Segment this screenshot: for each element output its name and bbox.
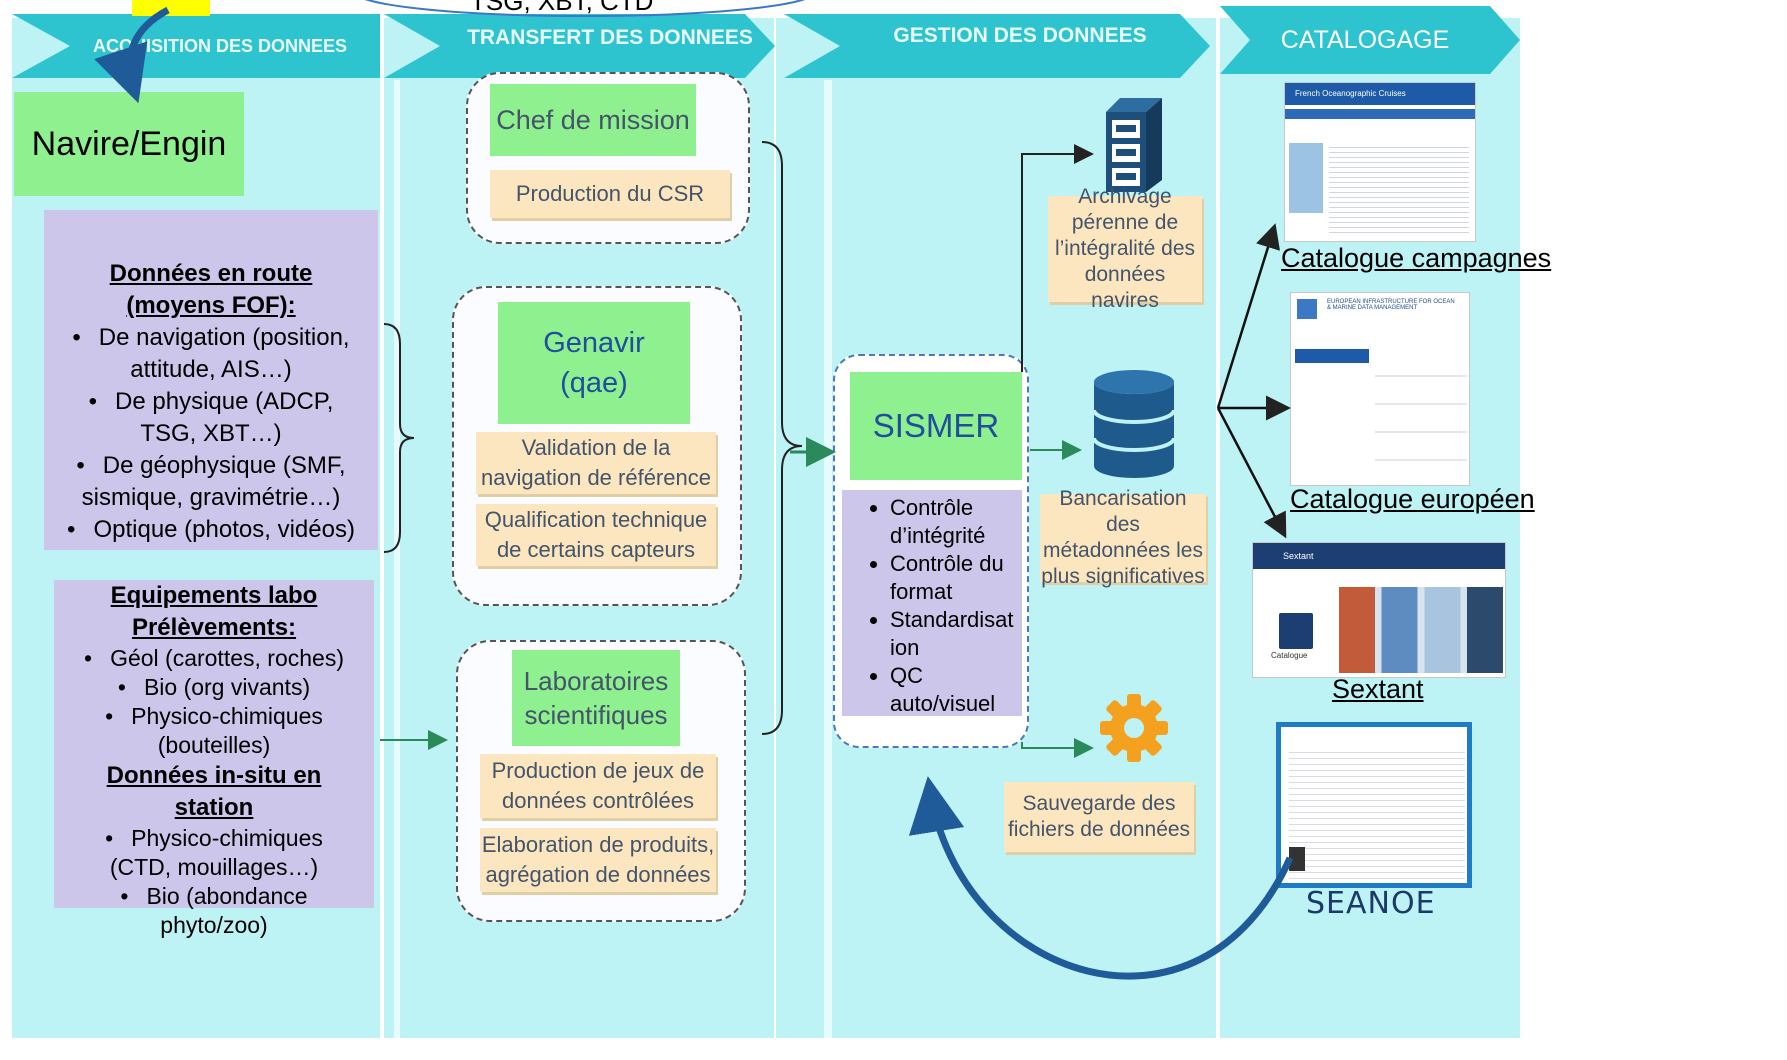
- route-item: De géophysique (SMF, sismique, gravimétr…: [44, 450, 378, 514]
- sextant-link[interactable]: Sextant: [1332, 674, 1424, 704]
- labo-item: Géol (carottes, roches): [54, 644, 374, 673]
- route-title: Données en route(moyens FOF):: [109, 260, 313, 319]
- seanoe-to-sismer-arrow: [908, 776, 1294, 980]
- route-item: Optique (photos, vidéos): [44, 514, 378, 546]
- sismer-check-item: QC auto/visuel: [890, 662, 1018, 718]
- sextant-catalogue-label: Catalogue: [1271, 651, 1308, 660]
- chef-box: Chef de mission: [490, 84, 696, 156]
- gestion-header: GESTION DES DONNEES: [893, 24, 1147, 47]
- server-cabinet-icon: [1106, 98, 1162, 192]
- sismer-checks-list: Contrôle d’intégrité Contrôle du format …: [846, 494, 1018, 718]
- insitu-list: Physico-chimiques (CTD, mouillages…) Bio…: [54, 824, 374, 940]
- navire-label: Navire/Engin: [31, 124, 227, 163]
- sextant-book-icon: [1279, 613, 1313, 649]
- gestion-header-arrow: [784, 14, 1210, 78]
- sismer-check-item: Contrôle du format: [890, 550, 1018, 606]
- top-fragment-text: TSG, XBT, CTD: [470, 0, 654, 16]
- transfert-brace: [761, 141, 803, 735]
- sismer-label: SISMER: [872, 407, 1000, 444]
- route-item: De physique (ADCP, TSG, XBT…): [44, 386, 378, 450]
- catalogage-header-arrow: [1220, 6, 1520, 74]
- genavir-box: Genavir (qae): [498, 302, 690, 424]
- campagnes-thumb-lines: [1329, 143, 1469, 233]
- catalogage-header: CATALOGAGE: [1280, 25, 1450, 54]
- labo-item: Physico-chimiques (bouteilles): [54, 702, 374, 760]
- yellow-marker: [132, 0, 210, 16]
- elaboration-box: Elaboration de produits, agrégation de d…: [480, 828, 716, 892]
- sismer-box: SISMER: [850, 372, 1022, 480]
- transfert-divider: [394, 80, 400, 1038]
- fragment-to-navire-arrow: [94, 6, 170, 104]
- campagnes-thumb-header: French Oceanographic Cruises: [1285, 83, 1475, 105]
- genavir-label: Genavir (qae): [543, 327, 645, 399]
- catalogue-europeen-link[interactable]: Catalogue européen: [1290, 484, 1535, 514]
- validation-box: Validation de la navigation de référence: [476, 432, 716, 494]
- route-brace: [383, 323, 415, 553]
- seanoe-thumbnail[interactable]: [1276, 722, 1472, 888]
- seanoe-thumb-photo: [1289, 847, 1305, 871]
- catalogue-campagnes-thumbnail[interactable]: French Oceanographic Cruises: [1284, 82, 1476, 242]
- chef-label: Chef de mission: [496, 104, 690, 135]
- sextant-maps: [1339, 587, 1503, 673]
- acquisition-header: ACQUISITION DES DONNEES: [92, 35, 348, 56]
- archivage-box: Archivage pérenne de l’intégralité des d…: [1048, 185, 1202, 312]
- insitu-item: Bio (abondance phyto/zoo): [54, 882, 374, 940]
- navire-box: Navire/Engin: [14, 92, 244, 196]
- database-icon: [1092, 370, 1176, 478]
- europeen-thumb-list: [1375, 349, 1467, 483]
- campagnes-thumb-search: [1285, 109, 1475, 119]
- sismer-check-item: Contrôle d’intégrité: [890, 494, 1018, 550]
- transfert-header-arrow: [384, 14, 775, 78]
- sismer-to-archivage-arrow: [1021, 144, 1094, 372]
- labo-list: Géol (carottes, roches) Bio (org vivants…: [54, 644, 374, 760]
- route-item: De navigation (position, attitude, AIS…): [44, 322, 378, 386]
- catalogue-europeen-thumbnail[interactable]: EUROPEAN INFRASTRUCTURE FOR OCEAN & MARI…: [1290, 292, 1470, 486]
- seanoe-thumb-content: [1289, 747, 1465, 883]
- to-campagnes-arrow: [1216, 223, 1280, 409]
- europeen-thumb-logo: [1297, 299, 1317, 319]
- transfert-header: TRANSFERT DES DONNEES: [467, 26, 753, 49]
- route-box: Données en route(moyens FOF): De navigat…: [44, 210, 378, 550]
- sismer-check-item: Standardisation: [890, 606, 1018, 662]
- europeen-thumb-panel: [1295, 349, 1369, 363]
- top-ellipse: [364, 0, 806, 17]
- seanoe-logo[interactable]: SEANOE: [1306, 886, 1436, 921]
- sismer-to-sauvegarde-arrow: [1021, 738, 1094, 758]
- catalogue-campagnes-link[interactable]: Catalogue campagnes: [1281, 243, 1552, 273]
- qualification-box: Qualification technique de certains capt…: [476, 504, 716, 566]
- labo-item: Bio (org vivants): [54, 673, 374, 702]
- sextant-thumb-header: Sextant: [1253, 543, 1505, 569]
- sextant-thumbnail[interactable]: Sextant Catalogue: [1252, 542, 1506, 678]
- gear-icon: [1100, 694, 1168, 762]
- to-sextant-arrow: [1216, 407, 1287, 539]
- labos-label: Laboratoires scientifiques: [523, 666, 669, 730]
- production-box: Production de jeux de données contrôlées: [480, 754, 716, 818]
- labos-box: Laboratoires scientifiques: [512, 650, 680, 746]
- gestion-divider: [824, 80, 832, 1038]
- sismer-checks-box: Contrôle d’intégrité Contrôle du format …: [842, 490, 1022, 716]
- route-list: De navigation (position, attitude, AIS…)…: [44, 322, 378, 546]
- europeen-thumb-title: EUROPEAN INFRASTRUCTURE FOR OCEAN & MARI…: [1327, 299, 1455, 311]
- csr-box: Production du CSR: [490, 170, 730, 218]
- insitu-item: Physico-chimiques (CTD, mouillages…): [54, 824, 374, 882]
- campagnes-thumb-map: [1289, 143, 1323, 213]
- sauvegarde-box: Sauvegarde des fichiers de données: [1004, 782, 1194, 852]
